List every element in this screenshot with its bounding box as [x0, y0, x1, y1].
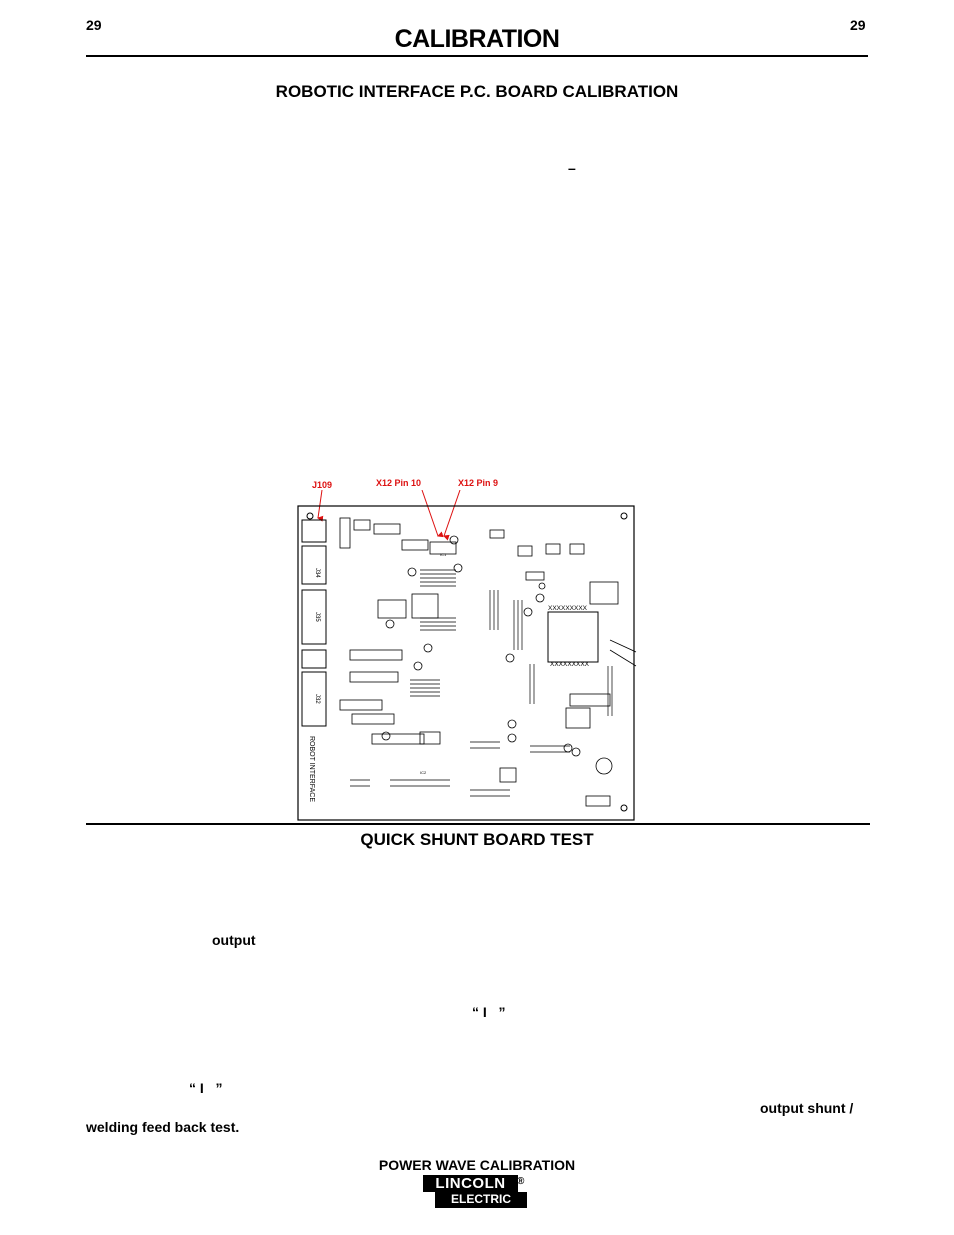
chip-marking-top: XXXXXXXXX [548, 605, 588, 612]
connector-j32-label: J32 [314, 694, 320, 704]
header-rule [86, 55, 868, 57]
logo-top-text: LINCOLN [423, 1175, 518, 1192]
label-x12-pin9: X12 Pin 9 [458, 478, 499, 488]
connector-j35-label: J35 [314, 612, 320, 622]
pc-board-diagram: J34 J35 J32 ROBOT INTERFACE XXXXXXXXX XX… [297, 490, 637, 821]
section-heading-robotic: ROBOTIC INTERFACE P.C. BOARD CALIBRATION [275, 82, 679, 101]
logo-registered-mark: ® [517, 1176, 525, 1187]
text-fragment-output-shunt: output shunt / [760, 1100, 854, 1116]
footer-text: POWER WAVE CALIBRATION [378, 1157, 576, 1173]
section-heading-shunt: QUICK SHUNT BOARD TEST [360, 830, 594, 849]
text-fragment-dash: – [568, 160, 576, 176]
lincoln-electric-logo: LINCOLN ® ELECTRIC [423, 1175, 527, 1209]
ic2-label: IC2 [420, 770, 427, 775]
section-rule [86, 823, 870, 825]
text-fragment-quote-2: “ I ” [189, 1080, 223, 1096]
logo-bottom-text: ELECTRIC [435, 1192, 527, 1208]
page-number-right: 29 [850, 17, 866, 33]
robot-interface-label: ROBOT INTERFACE [308, 736, 315, 802]
chip-marking-bottom: XXXXXXXXX [550, 661, 590, 668]
text-fragment-quote-1: “ I ” [472, 1004, 506, 1020]
ic1-label: IC1 [440, 552, 447, 557]
page-number-left: 29 [86, 17, 102, 33]
label-x12-pin10: X12 Pin 10 [376, 478, 422, 488]
label-j109: J109 [312, 480, 333, 490]
text-fragment-output: output [212, 932, 256, 948]
page-title: CALIBRATION [394, 25, 560, 53]
connector-j34-label: J34 [314, 568, 320, 578]
text-fragment-welding-feed: welding feed back test. [86, 1119, 240, 1135]
